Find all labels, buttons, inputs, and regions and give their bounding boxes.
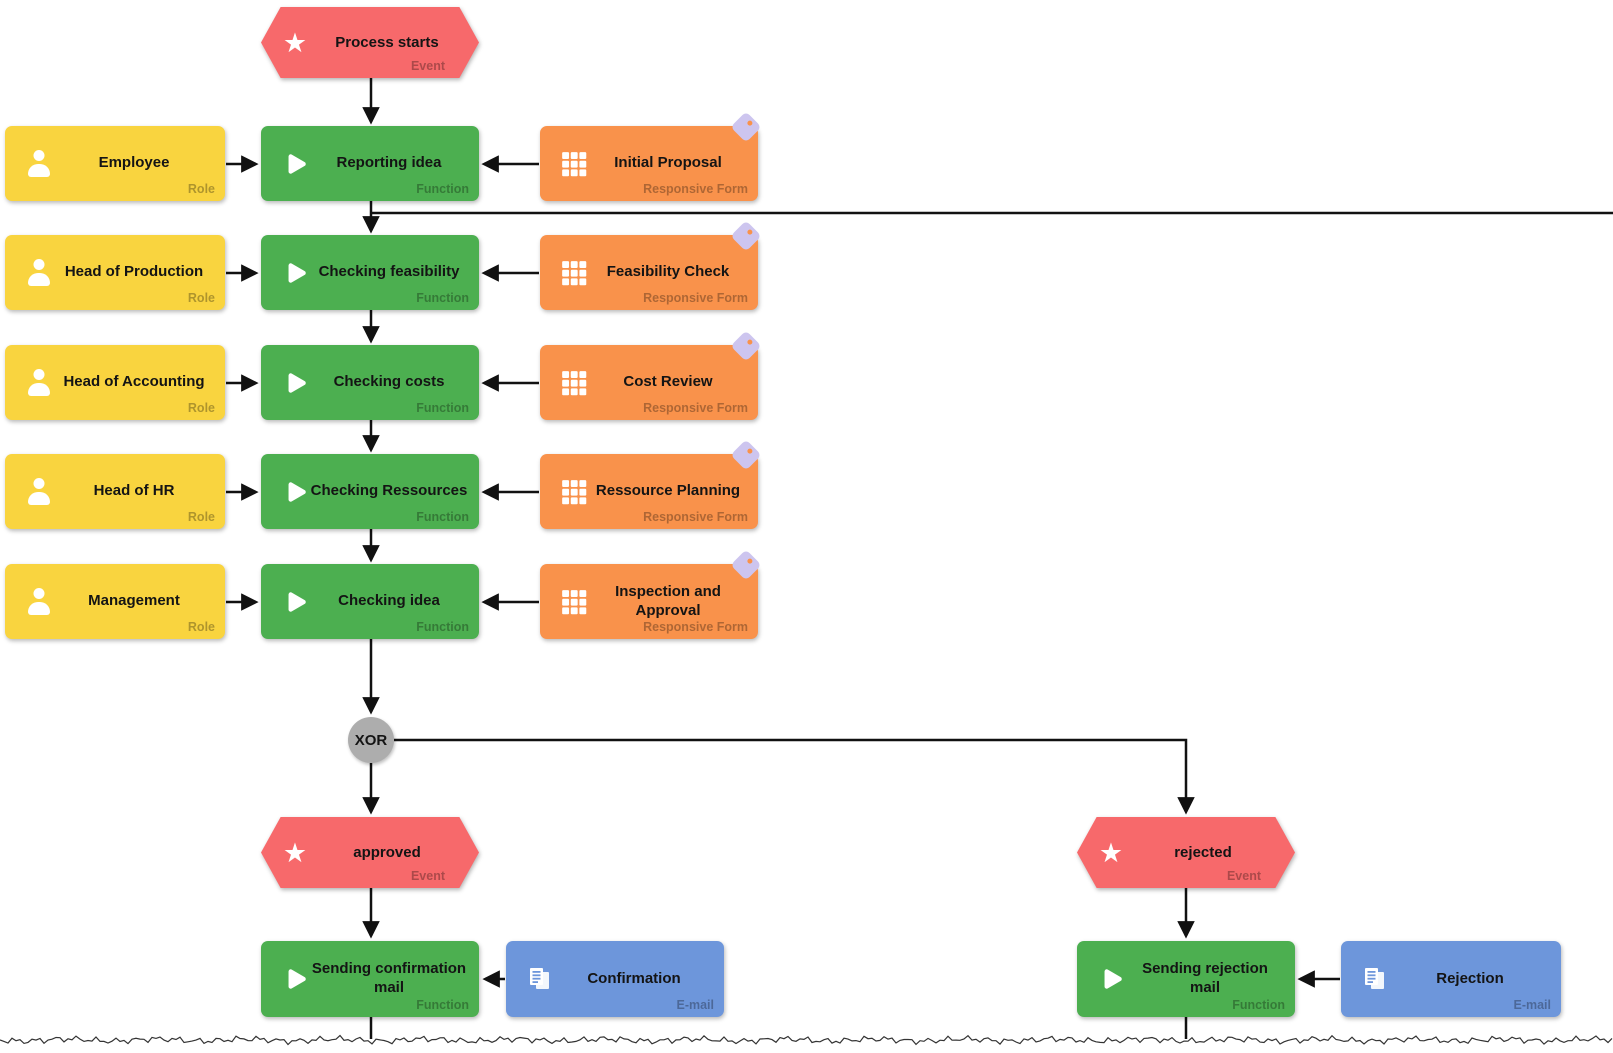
grid-icon	[560, 478, 588, 506]
role-node-employee[interactable]: Employee Role	[5, 126, 225, 201]
node-label: Reporting idea	[336, 154, 442, 172]
node-type-label: Role	[187, 620, 215, 634]
node-label: Employee	[98, 154, 170, 172]
event-node-approved[interactable]: ★ approved Event	[261, 817, 479, 888]
function-node-sending-rejection-mail[interactable]: Sending rejection mail Function	[1077, 941, 1295, 1017]
role-node-head-of-accounting[interactable]: Head of Accounting Role	[5, 345, 225, 420]
node-label: Inspection and Approval	[615, 582, 721, 619]
tag-icon	[730, 439, 762, 471]
function-node-reporting-idea[interactable]: Reporting idea Function	[261, 126, 479, 201]
node-label: Management	[88, 592, 180, 610]
xor-gateway[interactable]: XOR	[348, 717, 394, 763]
documents-icon	[526, 965, 554, 993]
node-type-label: Responsive Form	[643, 182, 748, 196]
node-type-label: E-mail	[676, 998, 714, 1012]
node-label: Initial Proposal	[614, 154, 722, 172]
person-icon	[25, 369, 53, 397]
tag-icon	[730, 111, 762, 143]
play-icon	[281, 588, 309, 616]
grid-icon	[560, 369, 588, 397]
form-node-cost-review[interactable]: Cost Review Responsive Form	[540, 330, 762, 420]
node-label: Confirmation	[587, 969, 681, 987]
node-type-label: Function	[416, 998, 469, 1012]
star-icon: ★	[1098, 837, 1124, 868]
email-node-rejection[interactable]: Rejection E-mail	[1341, 941, 1561, 1017]
node-label: Ressource Planning	[595, 482, 741, 500]
node-label: Sending rejection mail	[1142, 960, 1268, 996]
grid-icon	[560, 150, 588, 178]
node-type-label: Function	[416, 401, 469, 415]
tag-icon	[730, 330, 762, 362]
torn-edge	[0, 1034, 1613, 1046]
person-icon	[25, 478, 53, 506]
grid-icon	[560, 259, 588, 287]
node-label: Checking idea	[338, 592, 440, 610]
event-node-rejected[interactable]: ★ rejected Event	[1077, 817, 1295, 888]
play-icon	[281, 150, 309, 178]
node-label: Checking costs	[333, 373, 445, 391]
node-type-label: Event	[410, 869, 445, 883]
node-label: Checking Ressources	[310, 482, 468, 500]
form-node-initial-proposal[interactable]: Initial Proposal Responsive Form	[540, 111, 762, 201]
node-type-label: Role	[187, 291, 215, 305]
person-icon	[25, 588, 53, 616]
play-icon	[281, 369, 309, 397]
grid-icon	[560, 588, 588, 616]
star-icon: ★	[282, 27, 308, 58]
form-node-inspection-and-approval[interactable]: Inspection and Approval Responsive Form	[540, 549, 762, 639]
function-node-checking-idea[interactable]: Checking idea Function	[261, 564, 479, 639]
node-type-label: Responsive Form	[643, 620, 748, 634]
play-icon	[1097, 965, 1125, 993]
node-label: Rejection	[1436, 969, 1504, 987]
role-node-management[interactable]: Management Role	[5, 564, 225, 639]
node-type-label: E-mail	[1513, 998, 1551, 1012]
node-label: Head of HR	[93, 482, 175, 500]
tag-icon	[730, 549, 762, 581]
role-node-head-of-production[interactable]: Head of Production Role	[5, 235, 225, 310]
play-icon	[281, 965, 309, 993]
form-node-feasibility-check[interactable]: Feasibility Check Responsive Form	[540, 220, 762, 310]
node-label: approved	[353, 844, 421, 861]
node-label: Feasibility Check	[606, 263, 730, 281]
node-type-label: Function	[416, 291, 469, 305]
node-label: Cost Review	[623, 373, 713, 391]
tag-icon	[730, 220, 762, 252]
email-node-confirmation[interactable]: Confirmation E-mail	[506, 941, 724, 1017]
node-label: Head of Accounting	[63, 373, 205, 391]
function-node-sending-confirmation-mail[interactable]: Sending confirmation mail Function	[261, 941, 479, 1017]
node-type-label: Event	[410, 59, 445, 73]
documents-icon	[1361, 965, 1389, 993]
form-node-ressource-planning[interactable]: Ressource Planning Responsive Form	[540, 439, 762, 529]
node-type-label: Function	[416, 510, 469, 524]
person-icon	[25, 150, 53, 178]
node-label: Checking feasibility	[318, 263, 460, 281]
node-type-label: Role	[187, 182, 215, 196]
node-type-label: Role	[187, 401, 215, 415]
function-node-checking-costs[interactable]: Checking costs Function	[261, 345, 479, 420]
person-icon	[25, 259, 53, 287]
play-icon	[281, 259, 309, 287]
function-node-checking-feasibility[interactable]: Checking feasibility Function	[261, 235, 479, 310]
star-icon: ★	[282, 837, 308, 868]
node-label: Process starts	[335, 34, 439, 51]
node-type-label: Function	[1232, 998, 1285, 1012]
play-icon	[281, 478, 309, 506]
function-node-checking-ressources[interactable]: Checking Ressources Function	[261, 454, 479, 529]
node-type-label: Role	[187, 510, 215, 524]
node-label: Head of Production	[64, 263, 204, 281]
gateway-label: XOR	[354, 731, 388, 749]
node-label: rejected	[1174, 844, 1232, 861]
role-node-head-of-hr[interactable]: Head of HR Role	[5, 454, 225, 529]
node-type-label: Responsive Form	[643, 291, 748, 305]
node-type-label: Function	[416, 620, 469, 634]
node-type-label: Event	[1226, 869, 1261, 883]
event-node-process-starts[interactable]: ★ Process starts Event	[261, 7, 479, 78]
node-label: Sending confirmation mail	[311, 960, 467, 996]
node-type-label: Responsive Form	[643, 401, 748, 415]
node-type-label: Function	[416, 182, 469, 196]
node-type-label: Responsive Form	[643, 510, 748, 524]
